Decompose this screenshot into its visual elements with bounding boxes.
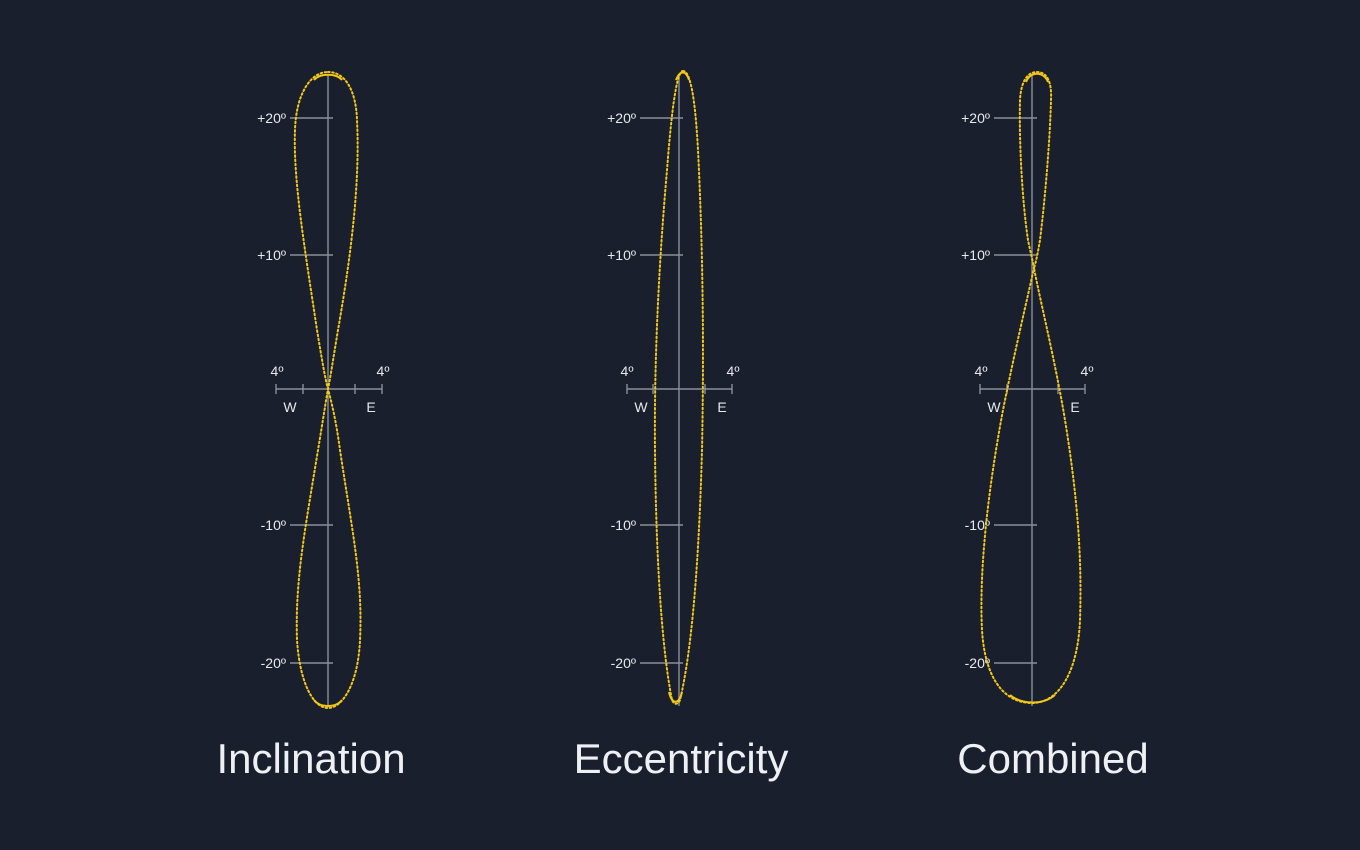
tick-label-plus-10: +10º — [961, 247, 990, 263]
combined-curve-cap-bottom — [1009, 694, 1056, 704]
panel-title-combined: Combined — [957, 735, 1148, 782]
tick-label-plus-20: +20º — [257, 110, 286, 126]
tick-label-plus-20: +20º — [607, 110, 636, 126]
eccentricity-curve-cap-bottom — [668, 691, 683, 703]
panel-inclination: +20º +10º -10º -20º 4º 4º W E Inclinatio… — [216, 70, 406, 782]
tick-label-minus-10: -10º — [261, 517, 286, 533]
panel-eccentricity: +20º +10º -10º -20º 4º 4º W E Eccentrici… — [574, 69, 789, 782]
x-axis: 4º 4º W E — [271, 363, 390, 415]
eccentricity-curve — [653, 69, 704, 705]
combined-curve-cap-top — [1025, 72, 1049, 83]
panel-title-eccentricity: Eccentricity — [574, 735, 789, 782]
x-extent-right-label: 4º — [727, 363, 740, 379]
tick-label-minus-10: -10º — [611, 517, 636, 533]
east-label: E — [717, 399, 726, 415]
combined-curve — [980, 70, 1082, 705]
x-extent-right-label: 4º — [377, 363, 390, 379]
panel-title-inclination: Inclination — [216, 735, 405, 782]
tick-label-minus-20: -20º — [261, 655, 286, 671]
tick-label-minus-20: -20º — [611, 655, 636, 671]
x-axis: 4º 4º W E — [621, 363, 740, 415]
west-label: W — [987, 399, 1001, 415]
eccentricity-curve-cap-top — [675, 71, 690, 81]
inclination-curve-cap-bottom — [313, 699, 343, 707]
tick-label-plus-10: +10º — [607, 247, 636, 263]
panel-combined: +20º +10º -10º -20º 4º 4º W E Combined — [957, 70, 1149, 782]
tick-label-plus-20: +20º — [961, 110, 990, 126]
east-label: E — [1070, 399, 1079, 415]
inclination-curve — [293, 70, 362, 710]
x-extent-right-label: 4º — [1081, 363, 1094, 379]
y-axis: +20º +10º -10º -20º — [961, 74, 1037, 706]
x-extent-left-label: 4º — [621, 363, 634, 379]
y-axis: +20º +10º -10º -20º — [607, 74, 683, 706]
tick-label-plus-10: +10º — [257, 247, 286, 263]
x-extent-left-label: 4º — [271, 363, 284, 379]
x-extent-left-label: 4º — [975, 363, 988, 379]
west-label: W — [283, 399, 297, 415]
east-label: E — [366, 399, 375, 415]
tick-label-minus-20: -20º — [965, 655, 990, 671]
inclination-curve-cap-top — [313, 73, 343, 81]
x-axis: 4º 4º W E — [975, 363, 1094, 415]
west-label: W — [634, 399, 648, 415]
tick-label-minus-10: -10º — [965, 517, 990, 533]
